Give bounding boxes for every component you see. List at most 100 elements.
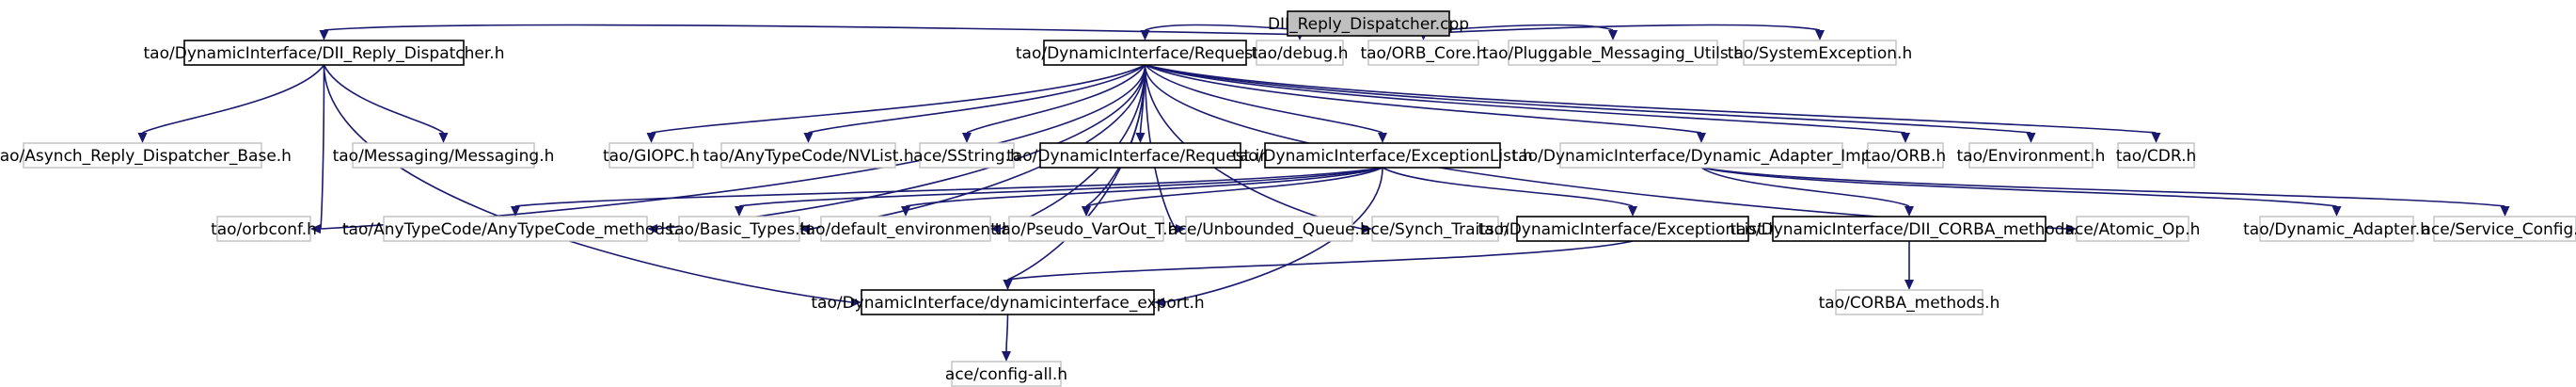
edge-arrowhead [735, 206, 744, 217]
graph-node[interactable]: tao/SystemException.h [1728, 40, 1912, 66]
graph-node[interactable]: tao/orbconf.h [211, 216, 317, 242]
graph-node[interactable]: tao/Pseudo_VarOut_T.h [995, 216, 1178, 242]
node-label: tao/CDR.h [2116, 147, 2197, 166]
node-box[interactable] [1043, 40, 1247, 66]
node-box[interactable] [1743, 40, 1897, 66]
node-box[interactable] [1867, 142, 1944, 169]
graph-node[interactable]: tao/Asynch_Reply_Dispatcher_Base.h [0, 142, 292, 169]
dependency-edge [514, 167, 1383, 207]
node-box[interactable] [23, 142, 262, 169]
graph-node[interactable]: tao/debug.h [1252, 40, 1349, 66]
graph-node[interactable]: tao/DynamicInterface/ExceptionList.h [1232, 142, 1533, 169]
node-box[interactable] [1256, 40, 1344, 66]
node-box[interactable] [1008, 216, 1164, 242]
node-box[interactable] [2259, 216, 2414, 242]
edge-arrowhead [1003, 280, 1013, 290]
graph-node[interactable]: tao/DynamicInterface/Request.inl [1006, 142, 1274, 169]
node-label: tao/Dynamic_Adapter.h [2243, 220, 2430, 239]
dependency-edge [1145, 64, 1906, 134]
node-label: tao/Pluggable_Messaging_Utils.h [1482, 44, 1744, 63]
graph-node[interactable]: tao/AnyTypeCode/NVList.h [703, 142, 914, 169]
edge-arrowhead [1140, 30, 1150, 40]
node-box[interactable] [951, 361, 1062, 387]
node-box[interactable] [2433, 216, 2576, 242]
node-box[interactable] [352, 142, 535, 169]
graph-node[interactable]: tao/CDR.h [2116, 142, 2197, 169]
graph-node[interactable]: tao/Pluggable_Messaging_Utils.h [1482, 40, 1744, 66]
node-box[interactable] [1039, 142, 1241, 169]
node-box[interactable] [608, 142, 694, 169]
graph-node[interactable]: ace/config-all.h [945, 361, 1067, 387]
node-label: tao/Environment.h [1957, 147, 2106, 166]
dependency-edge [1005, 314, 1009, 352]
node-box[interactable] [1772, 216, 2047, 242]
node-box[interactable] [1264, 142, 1501, 169]
node-box[interactable] [720, 142, 896, 169]
node-box[interactable] [183, 40, 465, 66]
node-box[interactable] [2117, 142, 2195, 169]
node-box[interactable] [678, 216, 800, 242]
node-box[interactable] [861, 289, 1155, 315]
node-box[interactable] [216, 216, 311, 242]
graph-node[interactable]: tao/GIOPC.h [603, 142, 700, 169]
node-box[interactable] [1559, 142, 1843, 169]
dependency-edge [323, 64, 852, 303]
edge-arrowhead [2500, 206, 2510, 217]
graph-node[interactable]: tao/Messaging/Messaging.h [333, 142, 555, 169]
graph-node[interactable]: tao/ORB_Core.h [1360, 40, 1487, 66]
node-box[interactable] [1367, 40, 1479, 66]
graph-node[interactable]: ace/Service_Config.h [2421, 216, 2576, 242]
edge-arrowhead [646, 133, 656, 143]
graph-node[interactable]: tao/ORB.h [1865, 142, 1946, 169]
dependency-edge [1700, 167, 1910, 207]
graph-node[interactable]: tao/Environment.h [1957, 142, 2106, 169]
graph-node[interactable]: tao/CORBA_methods.h [1819, 289, 2000, 315]
edge-arrowhead [1628, 206, 1637, 217]
dependency-edge [1700, 167, 2337, 207]
graph-node[interactable]: ace/Synch_Traits.h [1361, 216, 1509, 242]
edge-arrowhead [438, 133, 449, 143]
node-label: DII_Reply_Dispatcher.cpp [1268, 15, 1469, 34]
node-box[interactable] [383, 216, 648, 242]
graph-node[interactable]: tao/DynamicInterface/Request.h [1016, 40, 1274, 66]
graph-node[interactable]: ace/Unbounded_Queue.h [1168, 216, 1370, 242]
node-label: ace/config-all.h [945, 365, 1067, 384]
node-box[interactable] [2076, 216, 2189, 242]
node-label: ace/SString.h [913, 147, 1020, 166]
graph-node[interactable]: ace/Atomic_Op.h [2065, 216, 2201, 242]
graph-node[interactable]: tao/DynamicInterface/Dynamic_Adapter_Imp… [1512, 142, 1891, 169]
node-box[interactable] [820, 216, 991, 242]
edge-arrowhead [901, 206, 910, 217]
node-label: tao/DynamicInterface/Request.inl [1006, 147, 1274, 166]
edge-arrowhead [2331, 206, 2342, 217]
node-box[interactable] [1516, 216, 1749, 242]
graph-node[interactable]: tao/DynamicInterface/DII_Reply_Dispatche… [144, 40, 505, 66]
dependency-edge [905, 167, 1383, 207]
node-box[interactable] [1371, 216, 1499, 242]
edge-arrowhead [1697, 133, 1706, 143]
node-box[interactable] [919, 142, 1015, 169]
edge-arrowhead [1901, 133, 1910, 143]
node-label: tao/CORBA_methods.h [1819, 294, 2000, 313]
node-box[interactable] [1508, 40, 1718, 66]
graph-node[interactable]: tao/DynamicInterface/ExceptionList.inl [1478, 216, 1788, 242]
node-label: tao/ORB_Core.h [1360, 44, 1486, 63]
edge-arrowhead [1176, 224, 1186, 234]
graph-node[interactable]: tao/Dynamic_Adapter.h [2243, 216, 2430, 242]
dependency-edge [966, 64, 1146, 134]
node-box[interactable] [1835, 289, 1983, 315]
edge-arrowhead [1904, 206, 1914, 217]
graph-node[interactable]: tao/DynamicInterface/DII_CORBA_methods.h [1730, 216, 2089, 242]
graph-node[interactable]: ace/SString.h [913, 142, 1020, 169]
graph-node[interactable]: tao/Basic_Types.h [669, 216, 811, 242]
graph-node[interactable]: tao/DynamicInterface/dynamicinterface_ex… [811, 289, 1205, 315]
graph-root-node[interactable]: DII_Reply_Dispatcher.cpp [1268, 10, 1469, 37]
node-box[interactable] [1287, 10, 1450, 37]
node-label: tao/default_environment.h [799, 220, 1012, 239]
graph-node[interactable]: tao/default_environment.h [799, 216, 1012, 242]
node-box[interactable] [1185, 216, 1353, 242]
node-box[interactable] [1968, 142, 2094, 169]
graph-node[interactable]: tao/AnyTypeCode/AnyTypeCode_methods.h [342, 216, 688, 242]
dependency-edge [1382, 167, 1634, 207]
